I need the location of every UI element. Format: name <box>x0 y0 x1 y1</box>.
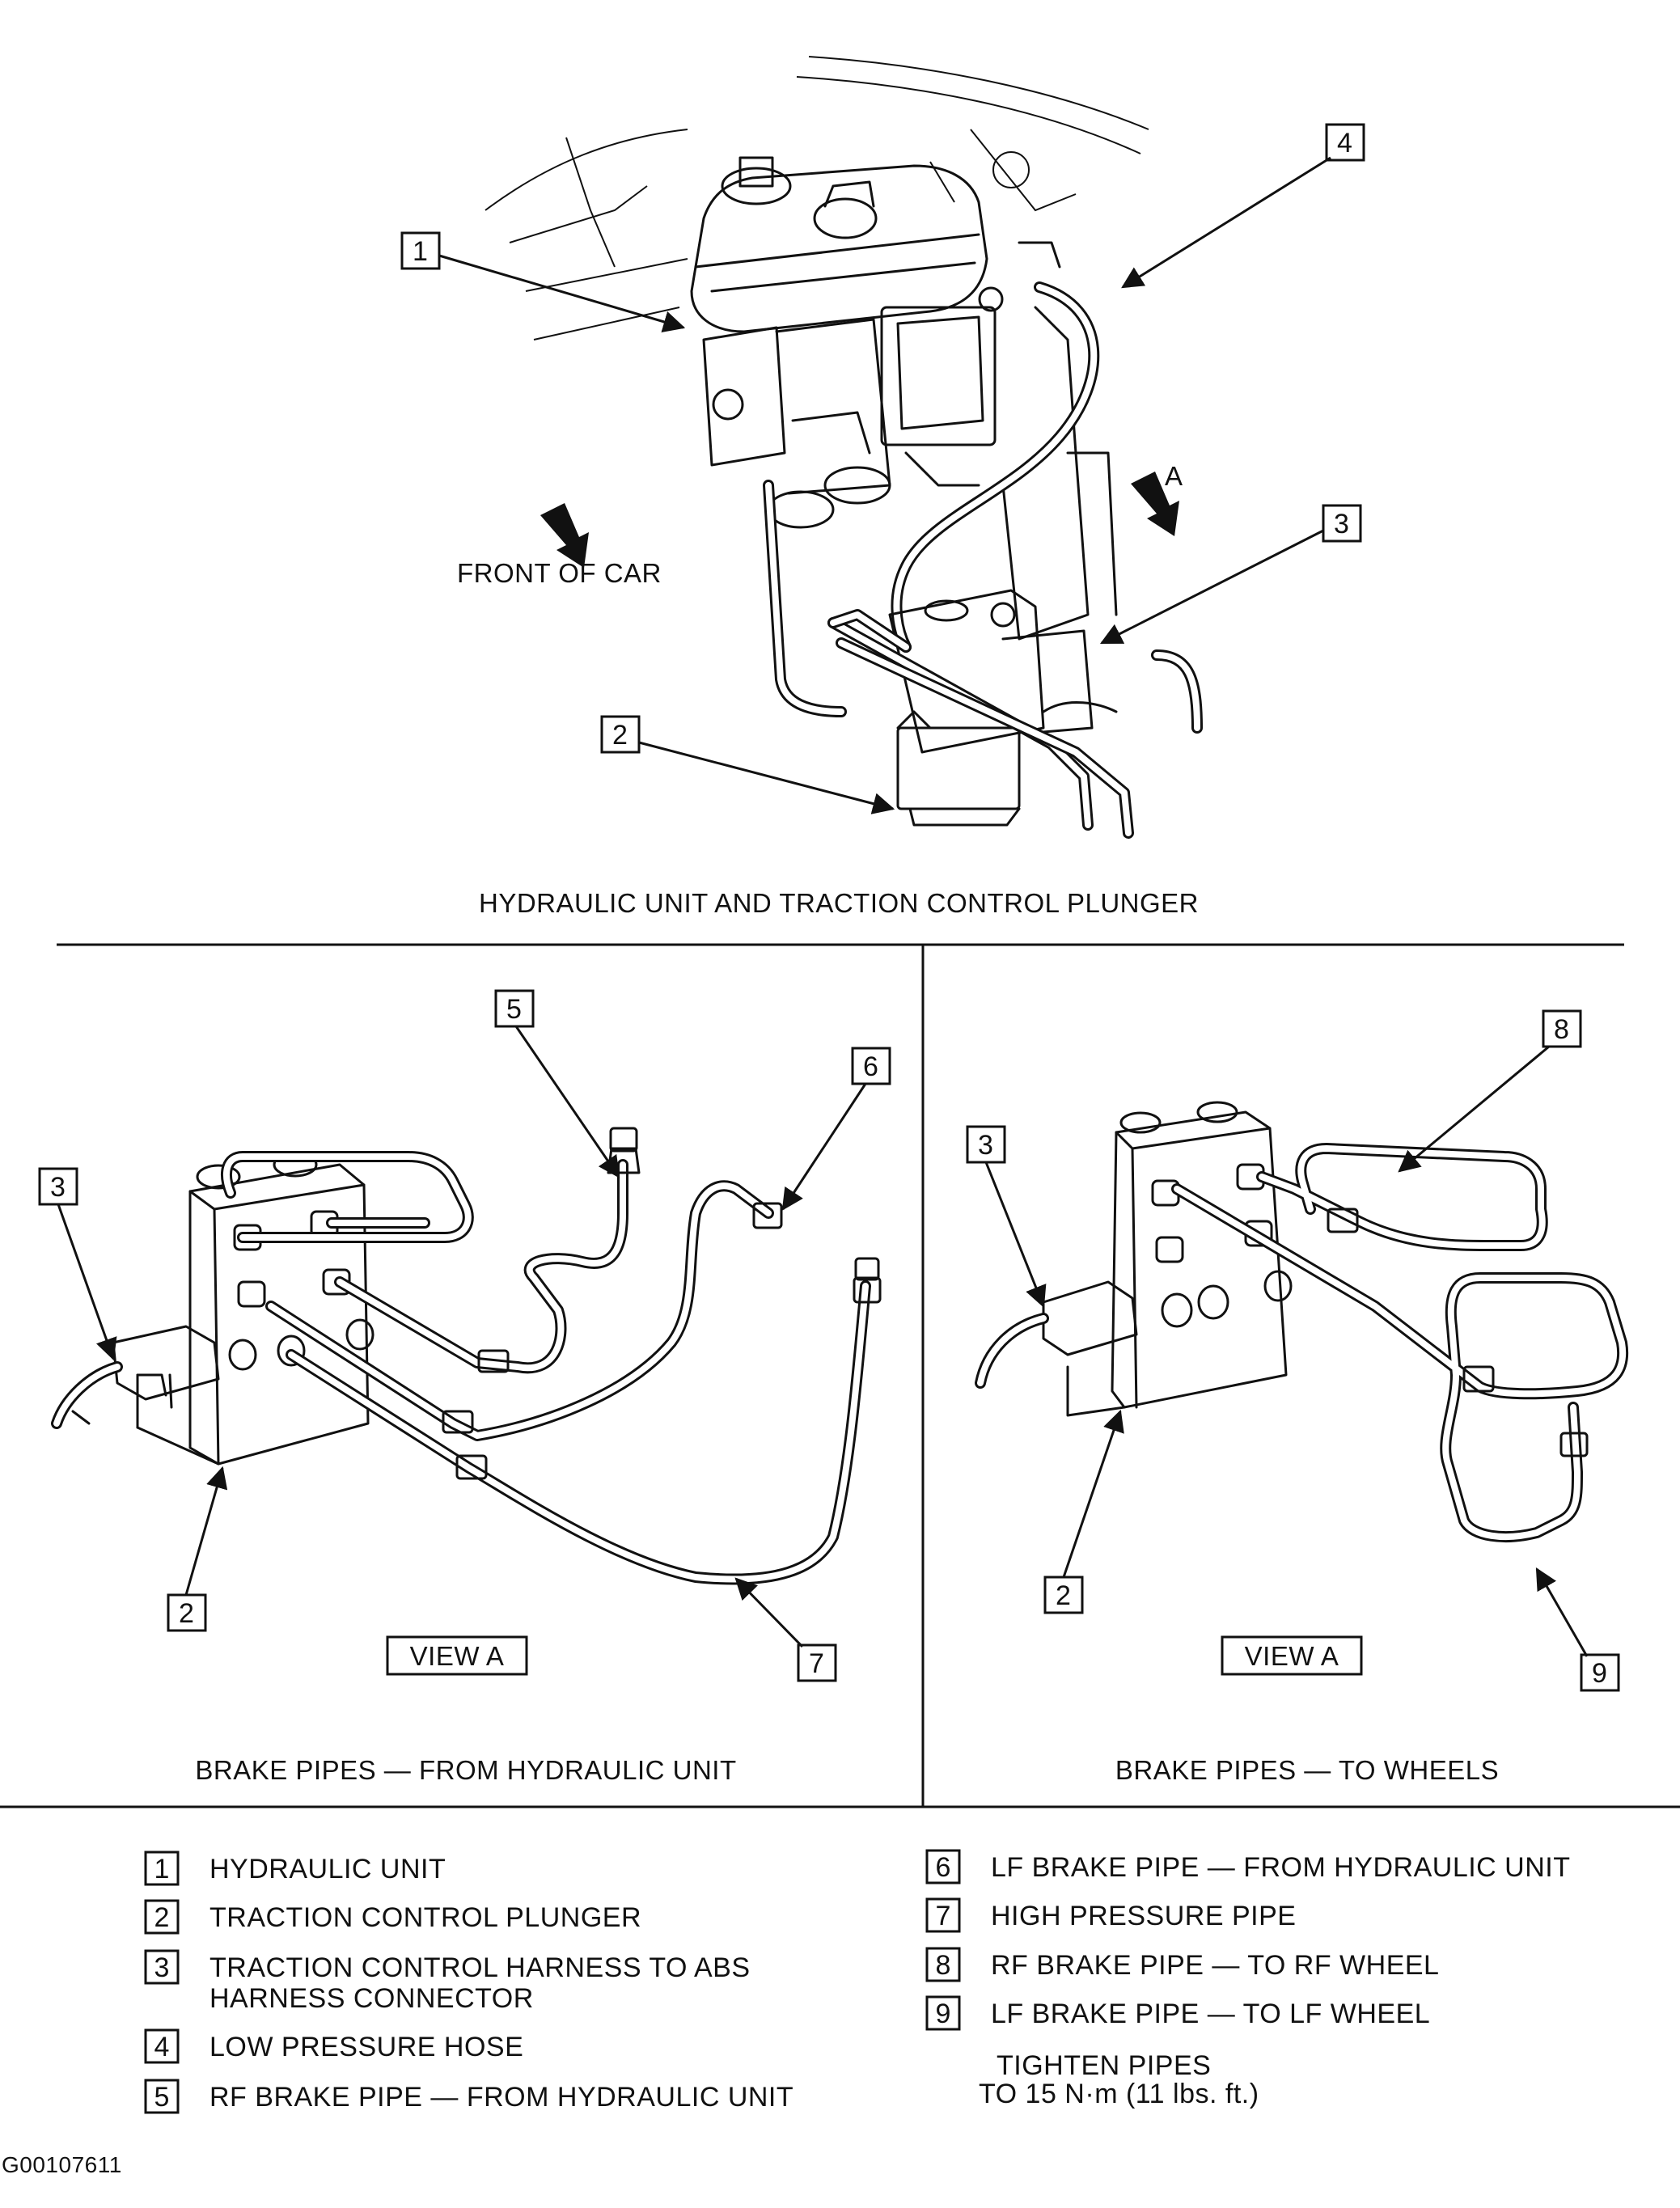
svg-text:1: 1 <box>413 236 428 267</box>
svg-text:4: 4 <box>1337 128 1352 159</box>
callout-7: 7 <box>734 1577 837 1682</box>
callout-2-left: 2 <box>167 1466 228 1632</box>
svg-text:LF BRAKE PIPE — FROM HYDRAULIC: LF BRAKE PIPE — FROM HYDRAULIC UNIT <box>991 1852 1571 1883</box>
callout-3-right: 3 <box>966 1125 1047 1309</box>
legend-item: 7 HIGH PRESSURE PIPE <box>925 1897 1296 1933</box>
svg-text:2: 2 <box>154 1902 170 1933</box>
figure-id: G00107611 <box>2 2152 122 2177</box>
callout-4: 4 <box>1121 123 1365 289</box>
legend-item: 5 RF BRAKE PIPE — FROM HYDRAULIC UNIT <box>144 2079 793 2114</box>
svg-text:RF BRAKE PIPE — TO RF WHEEL: RF BRAKE PIPE — TO RF WHEEL <box>991 1950 1439 1981</box>
svg-text:HIGH PRESSURE PIPE: HIGH PRESSURE PIPE <box>991 1901 1296 1931</box>
svg-text:8: 8 <box>936 1950 951 1981</box>
legend-item: 8 RF BRAKE PIPE — TO RF WHEEL <box>925 1947 1439 1982</box>
svg-text:VIEW A: VIEW A <box>1245 1641 1339 1671</box>
svg-text:3: 3 <box>50 1172 66 1203</box>
svg-text:5: 5 <box>154 2082 170 2113</box>
left-caption: BRAKE PIPES — FROM HYDRAULIC UNIT <box>195 1755 736 1785</box>
svg-text:7: 7 <box>809 1648 824 1679</box>
svg-text:3: 3 <box>1334 509 1349 539</box>
legend-item: 1 HYDRAULIC UNIT <box>144 1851 446 1886</box>
svg-text:VIEW A: VIEW A <box>410 1641 505 1671</box>
svg-text:9: 9 <box>1592 1658 1607 1689</box>
svg-text:7: 7 <box>936 1901 951 1931</box>
svg-text:2: 2 <box>612 720 628 751</box>
svg-text:6: 6 <box>936 1852 951 1883</box>
legend-item: 2 TRACTION CONTROL PLUNGER <box>144 1899 641 1935</box>
right-caption: BRAKE PIPES — TO WHEELS <box>1115 1755 1499 1785</box>
callout-2-top: 2 <box>600 715 895 814</box>
svg-text:LF BRAKE PIPE — TO LF WHEEL: LF BRAKE PIPE — TO LF WHEEL <box>991 1999 1430 2029</box>
svg-text:2: 2 <box>179 1598 194 1629</box>
svg-text:3: 3 <box>154 1952 170 1983</box>
front-of-car-label: FRONT OF CAR <box>457 558 662 588</box>
svg-text:3: 3 <box>978 1130 993 1161</box>
svg-text:5: 5 <box>506 994 522 1025</box>
callout-1: 1 <box>400 231 686 332</box>
svg-text:RF BRAKE PIPE — FROM HYDRAULIC: RF BRAKE PIPE — FROM HYDRAULIC UNIT <box>209 2082 793 2113</box>
legend: 1 HYDRAULIC UNIT 2 TRACTION CONTROL PLUN… <box>144 1849 1571 2114</box>
view-a-label-left: VIEW A <box>386 1635 528 1676</box>
legend-item: 6 LF BRAKE PIPE — FROM HYDRAULIC UNIT <box>925 1849 1571 1884</box>
svg-text:4: 4 <box>154 2032 170 2062</box>
callout-3-top: 3 <box>1099 504 1362 645</box>
view-a-label-right: VIEW A <box>1221 1635 1363 1676</box>
torque-note-line1: TIGHTEN PIPES <box>997 2050 1211 2081</box>
svg-text:9: 9 <box>936 1999 951 2029</box>
top-illustration <box>485 56 1203 839</box>
callout-8: 8 <box>1398 1009 1582 1173</box>
legend-item: 4 LOW PRESSURE HOSE <box>144 2028 523 2064</box>
legend-item: 9 LF BRAKE PIPE — TO LF WHEEL <box>925 1995 1430 2031</box>
left-illustration <box>51 1127 882 1585</box>
svg-text:HARNESS CONNECTOR: HARNESS CONNECTOR <box>209 1983 534 2014</box>
callout-5: 5 <box>494 989 620 1178</box>
callout-3-left: 3 <box>38 1167 117 1361</box>
svg-text:6: 6 <box>863 1051 878 1082</box>
svg-text:8: 8 <box>1554 1014 1569 1045</box>
callout-2-right: 2 <box>1043 1409 1124 1614</box>
svg-text:1: 1 <box>154 1854 170 1884</box>
svg-text:LOW PRESSURE HOSE: LOW PRESSURE HOSE <box>209 2032 523 2062</box>
legend-item: 3 TRACTION CONTROL HARNESS TO ABS HARNES… <box>144 1949 751 2014</box>
svg-text:TRACTION CONTROL PLUNGER: TRACTION CONTROL PLUNGER <box>209 1902 641 1933</box>
torque-note-line2: TO 15 N·m (11 lbs. ft.) <box>979 2079 1259 2109</box>
svg-text:2: 2 <box>1056 1580 1071 1611</box>
view-a-marker: A <box>1165 461 1183 491</box>
callout-9: 9 <box>1535 1567 1620 1692</box>
top-caption: HYDRAULIC UNIT AND TRACTION CONTROL PLUN… <box>479 888 1199 918</box>
callout-6: 6 <box>781 1047 891 1211</box>
svg-text:TRACTION CONTROL HARNESS TO AB: TRACTION CONTROL HARNESS TO ABS <box>209 1952 751 1983</box>
svg-text:HYDRAULIC UNIT: HYDRAULIC UNIT <box>209 1854 446 1884</box>
right-illustration <box>975 1101 1629 1542</box>
